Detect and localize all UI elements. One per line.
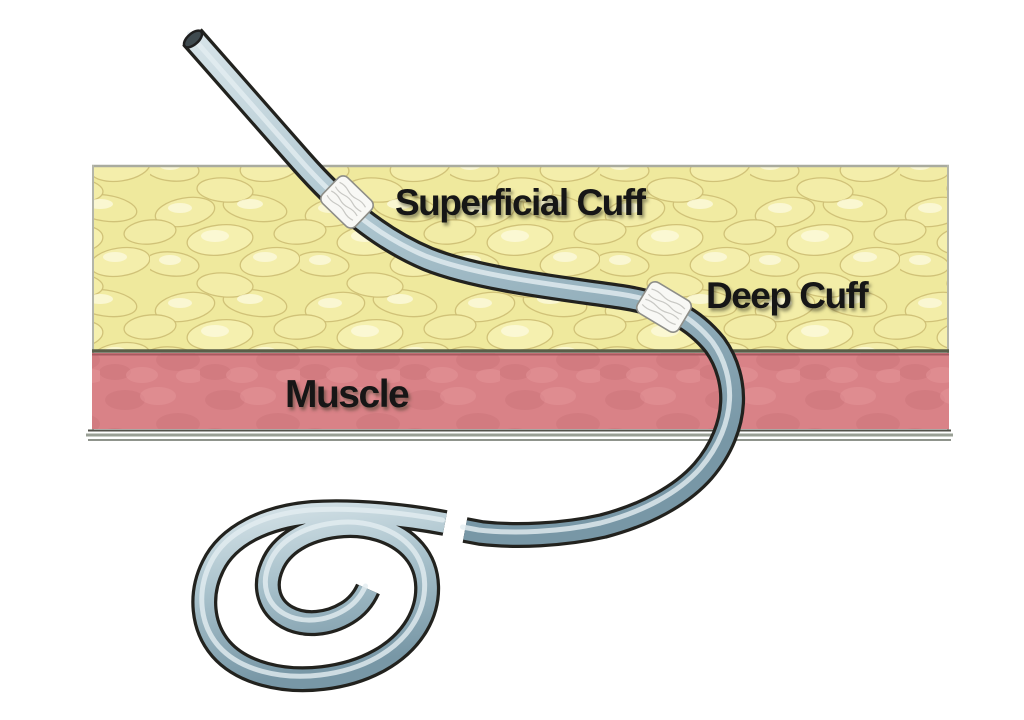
catheter-coil — [191, 499, 448, 693]
catheter-tip-opening-icon — [182, 29, 204, 49]
muscle-label: Muscle — [285, 373, 410, 416]
peritoneum-line — [86, 429, 953, 441]
superficial-cuff-label: Superficial Cuff — [395, 182, 646, 223]
superficial-cuff — [320, 175, 374, 229]
deep-cuff — [635, 281, 693, 333]
deep-cuff-label: Deep Cuff — [706, 275, 869, 316]
catheter-tube — [182, 28, 746, 548]
fat-layer — [92, 164, 949, 430]
muscle-layer — [92, 353, 949, 429]
